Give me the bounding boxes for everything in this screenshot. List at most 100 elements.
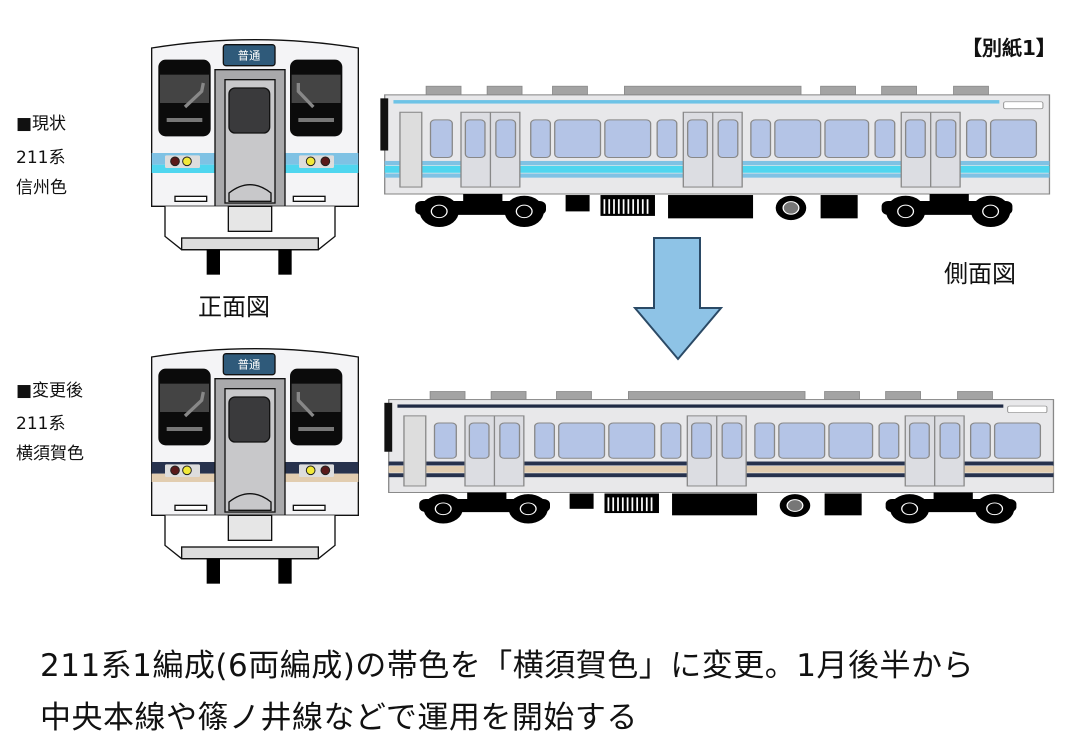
handrail	[174, 195, 208, 202]
underfloor-box	[565, 195, 590, 212]
front-band	[285, 473, 359, 482]
wiper	[298, 118, 334, 122]
grille-slot	[613, 199, 615, 214]
top-stripe	[397, 404, 1004, 408]
window	[935, 119, 957, 159]
front-view-label: 正面図	[198, 293, 270, 321]
wheel	[278, 558, 292, 584]
front-door-window	[228, 87, 271, 134]
bogie-frame	[467, 492, 507, 503]
cab-end	[380, 98, 389, 151]
window	[754, 422, 776, 459]
grille-slot	[631, 497, 634, 512]
roof-unit	[490, 391, 527, 400]
skirt-plate	[181, 237, 319, 251]
window	[499, 422, 521, 459]
grille-slot	[617, 199, 620, 214]
lamp	[320, 465, 331, 476]
handrail	[174, 504, 208, 511]
grille-slot	[641, 199, 644, 214]
lamp	[182, 156, 192, 167]
bogie-frame	[929, 194, 969, 205]
cab-end	[384, 402, 393, 452]
grille-slot	[617, 497, 619, 512]
wiper	[298, 427, 334, 431]
lamp	[170, 465, 180, 476]
grille-slot	[627, 199, 630, 214]
underfloor-box	[824, 493, 862, 516]
roof-unit	[628, 391, 806, 400]
cab-door	[399, 111, 423, 188]
compressor-hub	[782, 201, 800, 215]
lamp	[320, 156, 331, 167]
wheel	[504, 195, 544, 228]
window	[908, 422, 930, 459]
underfloor-box	[569, 493, 594, 509]
window	[433, 422, 457, 459]
skirt-plate	[181, 546, 319, 560]
window	[691, 422, 712, 459]
window	[495, 119, 517, 159]
wheel	[971, 195, 1011, 228]
grille-slot	[632, 199, 635, 214]
cab-door	[403, 415, 427, 487]
front-view-changed: 普通	[151, 348, 359, 584]
window	[660, 422, 682, 459]
window	[939, 422, 961, 459]
grille-slot	[608, 199, 611, 214]
roof-unit	[957, 391, 993, 400]
wheel	[508, 494, 548, 524]
coupler	[227, 205, 273, 232]
underfloor-box	[668, 195, 754, 219]
down-arrow-icon	[632, 237, 724, 361]
lamp	[305, 156, 316, 167]
headboard	[222, 44, 276, 67]
roof-unit	[820, 85, 856, 96]
destination-indicator	[1007, 405, 1048, 413]
window	[993, 422, 1042, 459]
document-label: 【別紙1】	[962, 36, 1056, 60]
window	[558, 422, 606, 459]
window	[717, 119, 739, 159]
headboard	[222, 353, 276, 376]
roof-unit	[881, 85, 917, 96]
wheel-hub	[897, 204, 915, 219]
wiper-arm	[296, 83, 315, 109]
wheel	[419, 195, 459, 228]
bogie-frame	[933, 492, 973, 503]
window	[774, 119, 822, 159]
window	[604, 119, 652, 159]
destination-indicator	[1003, 101, 1044, 110]
window	[904, 119, 926, 159]
wiper	[166, 427, 203, 431]
grille-slot	[607, 497, 610, 512]
grille-slot	[603, 199, 606, 214]
grille-slot	[645, 497, 648, 512]
underfloor-box	[820, 195, 858, 219]
wheel-hub	[519, 502, 537, 516]
grille-slot	[641, 497, 643, 512]
wheel	[886, 195, 926, 228]
underfloor-box	[672, 493, 758, 516]
wheel-hub	[982, 204, 1000, 219]
wheel-hub	[515, 204, 533, 219]
grille-slot	[636, 497, 639, 512]
grille-slot	[612, 497, 615, 512]
grille-slot	[650, 497, 653, 512]
front-step	[228, 184, 272, 202]
window	[828, 422, 874, 459]
changed-series: 211系	[16, 414, 66, 434]
handrail	[292, 504, 326, 511]
window	[554, 119, 602, 159]
side-view-label: 側面図	[944, 260, 1016, 288]
window	[721, 422, 743, 459]
grille-slot	[637, 199, 639, 214]
window	[969, 422, 991, 459]
grille-slot	[626, 497, 629, 512]
window	[468, 422, 490, 459]
front-door-window	[228, 396, 271, 443]
wheel	[278, 249, 292, 275]
wheel	[206, 558, 220, 584]
grille-slot	[622, 199, 625, 214]
front-band	[151, 164, 215, 173]
